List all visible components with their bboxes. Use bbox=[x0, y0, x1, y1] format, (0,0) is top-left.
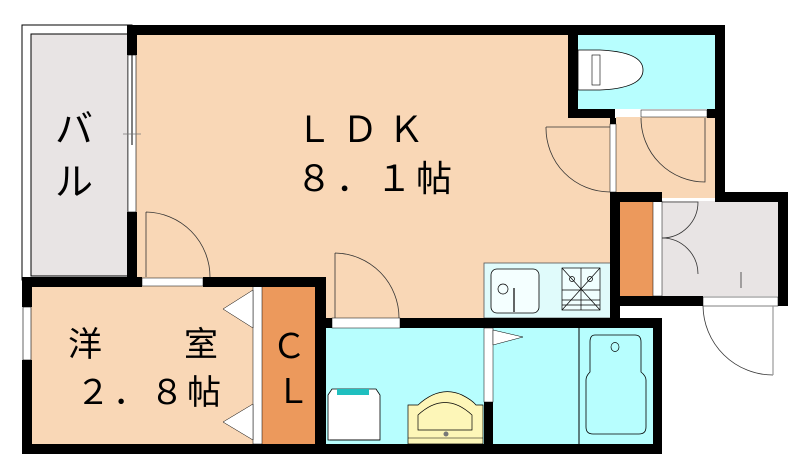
western-room bbox=[31, 286, 253, 444]
kitchen-sink-icon bbox=[490, 268, 540, 314]
balcony bbox=[21, 24, 133, 281]
western-window bbox=[22, 306, 32, 361]
doors bbox=[145, 117, 774, 376]
gas-stove-icon bbox=[561, 267, 601, 311]
closet-label-top: Ｃ bbox=[272, 327, 306, 367]
bathroom bbox=[493, 328, 653, 444]
balcony-label-top: バ bbox=[55, 107, 94, 151]
entrance bbox=[662, 201, 778, 296]
closet bbox=[262, 286, 315, 444]
wash-basin-icon bbox=[407, 391, 484, 445]
toilet-icon bbox=[577, 49, 644, 91]
hallway bbox=[616, 117, 716, 198]
bathtub-icon bbox=[585, 334, 647, 435]
ldk-size: ８．１帖 bbox=[296, 159, 457, 200]
balcony-label-bottom: ル bbox=[55, 160, 94, 204]
closet-label-bottom: Ｌ bbox=[276, 372, 310, 412]
shoe-storage bbox=[620, 201, 653, 296]
western-room-label-right: 室 bbox=[184, 325, 218, 365]
walls bbox=[22, 25, 788, 454]
western-room-label-left: 洋 bbox=[68, 325, 102, 365]
ldk-label: ＬＤＫ bbox=[296, 110, 435, 151]
ldk-room bbox=[136, 34, 612, 318]
washing-machine-icon bbox=[327, 388, 381, 441]
western-room-size: ２．８帖 bbox=[76, 373, 224, 413]
